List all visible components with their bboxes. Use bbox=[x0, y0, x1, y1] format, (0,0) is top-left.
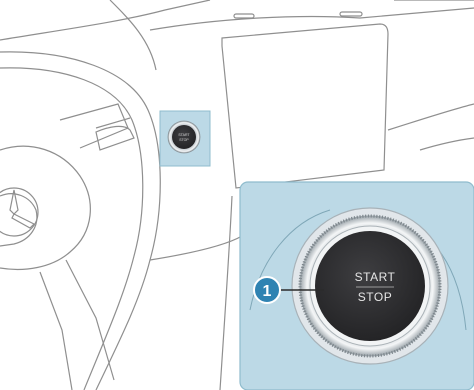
button-label-top: START bbox=[355, 270, 396, 284]
button-location-highlight: START STOP bbox=[160, 111, 210, 166]
small-button-label-bottom: STOP bbox=[179, 138, 189, 142]
callout-number: 1 bbox=[263, 283, 272, 300]
start-stop-button[interactable]: START STOP bbox=[292, 208, 448, 364]
button-label-bottom: STOP bbox=[358, 290, 392, 304]
small-button-label-top: START bbox=[178, 133, 190, 137]
